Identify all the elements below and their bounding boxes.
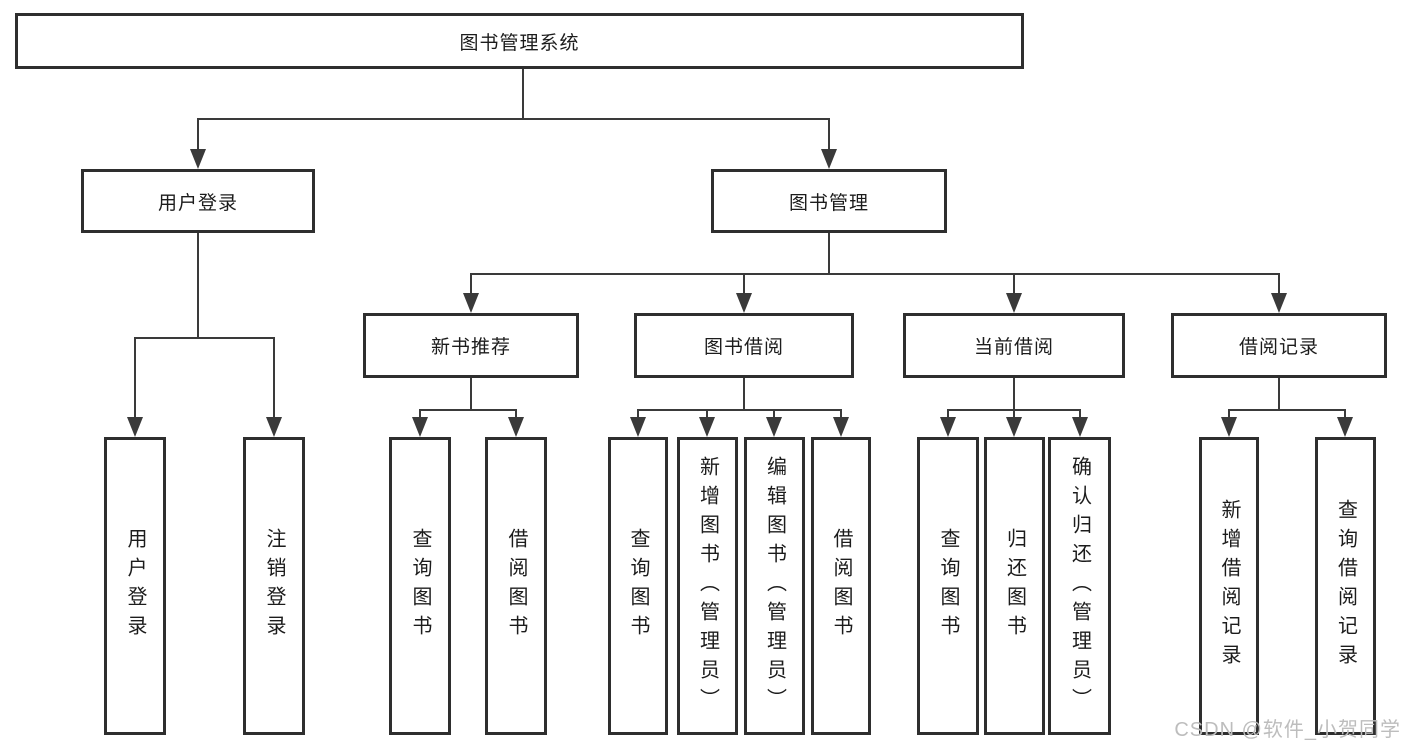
leaf-add-borrow-record: 新增借阅记录 bbox=[1199, 437, 1259, 735]
node-label: 查询图书 bbox=[409, 528, 431, 644]
node-label: 图书借阅 bbox=[703, 337, 784, 358]
connector-segment bbox=[197, 233, 199, 337]
arrowhead-icon bbox=[127, 417, 143, 437]
leaf-user-login: 用户登录 bbox=[104, 437, 166, 735]
node-label: 借阅图书 bbox=[505, 528, 527, 644]
connector-segment bbox=[515, 409, 517, 419]
connector-segment bbox=[273, 337, 275, 419]
connector-segment bbox=[134, 337, 136, 419]
leaf-query-books-recommend: 查询图书 bbox=[389, 437, 451, 735]
connector-segment bbox=[419, 409, 421, 419]
leaf-query-books-borrow: 查询图书 bbox=[608, 437, 668, 735]
leaf-logout: 注销登录 bbox=[243, 437, 305, 735]
connector-segment bbox=[706, 409, 708, 419]
connector-segment bbox=[1228, 409, 1230, 419]
arrowhead-icon bbox=[736, 293, 752, 313]
arrowhead-icon bbox=[1006, 293, 1022, 313]
connector-segment bbox=[1079, 409, 1081, 419]
connector-segment bbox=[828, 233, 830, 273]
connector-segment bbox=[743, 378, 745, 409]
connector-segment bbox=[1013, 409, 1015, 419]
arrowhead-icon bbox=[266, 417, 282, 437]
node-current-borrow: 当前借阅 bbox=[903, 313, 1125, 378]
arrowhead-icon bbox=[1072, 417, 1088, 437]
arrowhead-icon bbox=[190, 149, 206, 169]
node-borrow-records: 借阅记录 bbox=[1171, 313, 1387, 378]
node-label: 当前借阅 bbox=[973, 337, 1054, 358]
node-new-book-recommend: 新书推荐 bbox=[363, 313, 579, 378]
connector-segment bbox=[1013, 378, 1015, 409]
node-label: 查询借阅记录 bbox=[1334, 499, 1357, 673]
connector-segment bbox=[773, 409, 775, 419]
connector-segment bbox=[637, 409, 639, 419]
arrowhead-icon bbox=[630, 417, 646, 437]
node-label: 编辑图书（管理员） bbox=[763, 455, 786, 717]
connector-segment bbox=[1278, 378, 1280, 409]
connector-segment bbox=[1344, 409, 1346, 419]
connector-segment bbox=[743, 273, 745, 293]
node-label: 借阅图书 bbox=[830, 528, 852, 644]
leaf-borrow-books-recommend: 借阅图书 bbox=[485, 437, 547, 735]
leaf-return-books: 归还图书 bbox=[984, 437, 1045, 735]
node-label: 查询图书 bbox=[937, 528, 959, 644]
node-book-management: 图书管理 bbox=[711, 169, 947, 233]
leaf-query-books-current: 查询图书 bbox=[917, 437, 979, 735]
node-label: 用户登录 bbox=[124, 528, 146, 644]
leaf-confirm-return-admin: 确认归还（管理员） bbox=[1048, 437, 1111, 735]
node-label: 注销登录 bbox=[263, 528, 285, 644]
node-label: 图书管理 bbox=[788, 192, 869, 214]
node-label: 用户登录 bbox=[157, 192, 238, 214]
node-label: 新增图书（管理员） bbox=[696, 455, 719, 717]
leaf-edit-book-admin: 编辑图书（管理员） bbox=[744, 437, 805, 735]
leaf-borrow-books-borrow: 借阅图书 bbox=[811, 437, 871, 735]
connector-segment bbox=[470, 378, 472, 409]
connector-segment bbox=[828, 118, 830, 150]
arrowhead-icon bbox=[940, 417, 956, 437]
connector-segment bbox=[197, 118, 829, 120]
leaf-query-borrow-record: 查询借阅记录 bbox=[1315, 437, 1376, 735]
arrowhead-icon bbox=[412, 417, 428, 437]
node-label: 新书推荐 bbox=[430, 337, 511, 358]
connector-segment bbox=[522, 69, 524, 118]
connector-segment bbox=[419, 409, 517, 411]
connector-segment bbox=[197, 118, 199, 150]
connector-segment bbox=[1278, 273, 1280, 293]
node-book-borrow: 图书借阅 bbox=[634, 313, 854, 378]
node-label: 确认归还（管理员） bbox=[1068, 455, 1091, 717]
node-label: 查询图书 bbox=[627, 528, 649, 644]
arrowhead-icon bbox=[1337, 417, 1353, 437]
arrowhead-icon bbox=[766, 417, 782, 437]
node-label: 借阅记录 bbox=[1238, 337, 1319, 358]
arrowhead-icon bbox=[821, 149, 837, 169]
connector-segment bbox=[1013, 273, 1015, 293]
connector-segment bbox=[470, 273, 472, 293]
arrowhead-icon bbox=[463, 293, 479, 313]
node-root-system: 图书管理系统 bbox=[15, 13, 1024, 69]
node-label: 归还图书 bbox=[1003, 528, 1026, 644]
node-label: 图书管理系统 bbox=[459, 32, 580, 54]
arrowhead-icon bbox=[1271, 293, 1287, 313]
arrowhead-icon bbox=[699, 417, 715, 437]
arrowhead-icon bbox=[508, 417, 524, 437]
connector-segment bbox=[947, 409, 949, 419]
arrowhead-icon bbox=[1221, 417, 1237, 437]
connector-segment bbox=[470, 273, 1280, 275]
arrowhead-icon bbox=[1006, 417, 1022, 437]
node-label: 新增借阅记录 bbox=[1218, 499, 1240, 673]
leaf-add-book-admin: 新增图书（管理员） bbox=[677, 437, 738, 735]
arrowhead-icon bbox=[833, 417, 849, 437]
connector-segment bbox=[840, 409, 842, 419]
connector-segment bbox=[637, 409, 842, 411]
connector-segment bbox=[1228, 409, 1346, 411]
connector-segment bbox=[134, 337, 275, 339]
node-user-login: 用户登录 bbox=[81, 169, 315, 233]
